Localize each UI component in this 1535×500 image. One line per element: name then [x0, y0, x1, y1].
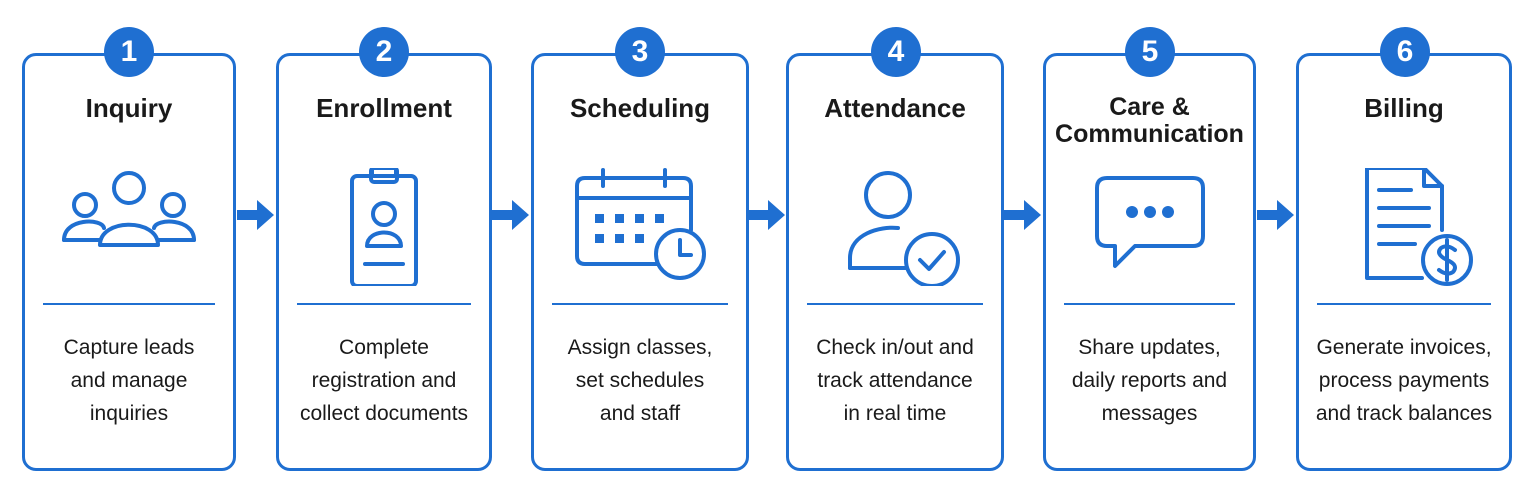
- step-number-badge: 3: [615, 27, 665, 77]
- card-divider: [552, 303, 728, 305]
- chat-bubble-icon: [1094, 176, 1205, 268]
- arrow-right-icon: [237, 200, 274, 230]
- step-number-badge: 5: [1125, 27, 1175, 77]
- step-title: Billing: [1364, 93, 1444, 123]
- user-check-icon: [848, 171, 960, 286]
- step-card-enrollment: Enrollment Complete registration and col…: [276, 53, 492, 471]
- step-title: Scheduling: [569, 93, 711, 123]
- step-card-scheduling: Scheduling Assign classes, set schedules…: [531, 53, 749, 471]
- step-description: Assign classes, set schedules and staff: [567, 336, 713, 425]
- calendar-clock-icon: [575, 168, 706, 280]
- card-divider: [43, 303, 215, 305]
- step-number-badge: 4: [871, 27, 921, 77]
- step-description: Generate invoices, process payments and …: [1315, 336, 1493, 425]
- card-divider: [807, 303, 983, 305]
- clipboard-profile-icon: [350, 168, 418, 286]
- step-card-billing: Billing Generate invoices, process payme…: [1296, 53, 1512, 471]
- step-number-badge: 2: [359, 27, 409, 77]
- step-description: Check in/out and track attendance in rea…: [816, 336, 974, 425]
- arrow-right-icon: [748, 200, 785, 230]
- arrow-right-icon: [1257, 200, 1294, 230]
- step-description: Capture leads and manage inquiries: [63, 336, 195, 425]
- invoice-dollar-icon: [1365, 168, 1473, 286]
- step-description: Share updates, daily reports and message…: [1071, 336, 1228, 425]
- step-description: Complete registration and collect docume…: [299, 336, 469, 425]
- step-number-badge: 1: [104, 27, 154, 77]
- step-card-attendance: Attendance Check in/out and track attend…: [786, 53, 1004, 471]
- card-divider: [1317, 303, 1491, 305]
- step-card-inquiry: Inquiry Capture leads and manage inquiri…: [22, 53, 236, 471]
- step-number-badge: 6: [1380, 27, 1430, 77]
- people-group-icon: [62, 171, 196, 247]
- card-divider: [1064, 303, 1235, 305]
- arrow-right-icon: [1004, 200, 1041, 230]
- step-card-care-communication: Care & Communication Share updates, dail…: [1043, 53, 1256, 471]
- step-title: Attendance: [824, 93, 966, 123]
- step-title: Inquiry: [85, 93, 173, 123]
- arrow-right-icon: [492, 200, 529, 230]
- step-title: Enrollment: [316, 93, 452, 123]
- card-divider: [297, 303, 471, 305]
- step-title: Care & Communication: [1055, 93, 1244, 148]
